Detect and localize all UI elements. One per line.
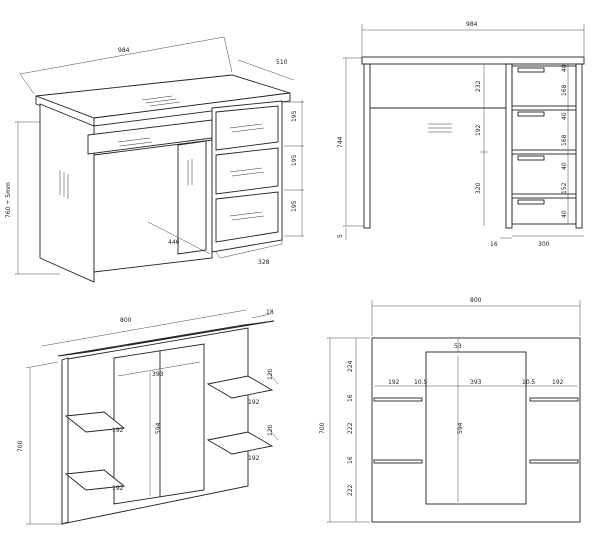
shelf-iso-mirror-w-label: 393: [152, 371, 164, 378]
shelf-front-board: [371, 337, 581, 523]
desk-front-gap1-label: 232: [475, 80, 482, 92]
desk-front-gap3-label: 320: [475, 182, 482, 194]
shelf-lower-right: [206, 431, 274, 455]
shelf-front-left224-label: 224: [347, 360, 354, 372]
shelf-iso-lr-w-label: 192: [248, 455, 260, 462]
shelf-upper-right: [206, 375, 274, 399]
desk-iso-drawer-width-label: 328: [258, 259, 270, 266]
desk-iso-knee-depth-label: 446: [168, 239, 180, 246]
shelf-front-left16a-label: 16: [347, 394, 354, 402]
shelf-front-ul: [373, 397, 423, 402]
shelf-mirror: [113, 343, 205, 505]
desk-front-drawer-1: [511, 65, 577, 107]
shelf-iso-ll-w-label: 192: [112, 485, 124, 492]
shelf-iso-mirror-h-label: 594: [155, 422, 162, 434]
shelf-front-view: 800 700 53 224 16 222 16 222 192 10.5 39…: [319, 297, 581, 523]
shelf-front-lr: [529, 459, 579, 464]
shelf-front-seg-left-label: 192: [388, 379, 400, 386]
desk-front-d2-label: 168: [561, 84, 568, 96]
desk-front-d7-label: 40: [561, 210, 568, 218]
shelf-iso-ur-d-label: 120: [267, 368, 274, 380]
desk-front-gap2-label: 192: [475, 124, 482, 136]
desk-front-d6-label: 152: [561, 182, 568, 194]
desk-iso-height-label: 760 ÷ 5mm: [5, 182, 12, 218]
shelf-iso-height-label: 700: [17, 440, 24, 452]
desk-iso-depth-label: 510: [276, 59, 288, 66]
desk-front-bottom16-label: 16: [490, 241, 498, 248]
shelf-lower-left: [64, 469, 126, 491]
desk-front-d5-label: 40: [561, 162, 568, 170]
shelf-upper-left: [64, 411, 126, 433]
desk-front-top: [361, 56, 585, 65]
desk-front-d3-label: 40: [561, 112, 568, 120]
desk-isometric-view: 984 510 760 ÷ 5mm 446 195 195 195 328: [5, 36, 304, 283]
desk-front-width-label: 984: [466, 21, 478, 28]
shelf-front-left16b-label: 16: [347, 456, 354, 464]
shelf-front-width-label: 800: [470, 297, 482, 304]
desk-front-drawer-3: [511, 153, 577, 195]
shelf-front-seg-gap-r-label: 10.5: [522, 379, 536, 386]
desk-left-panel: [39, 103, 95, 283]
desk-front-height-label: 744: [337, 136, 344, 148]
desk-front-d4-label: 168: [561, 134, 568, 146]
desk-drawer-2: [215, 147, 279, 195]
desk-front-view: 984 744 5 232 192 320 40 168 40 168 40 1…: [337, 21, 585, 248]
desk-front-leg-label: 5: [337, 234, 344, 238]
shelf-front-top53-label: 53: [454, 343, 462, 350]
desk-drawer-1: [215, 105, 279, 151]
shelf-front-seg-mid-label: 393: [470, 379, 482, 386]
shelf-front-left222a-label: 222: [347, 422, 354, 434]
desk-iso-width-label: 984: [118, 47, 130, 54]
shelf-front-ll: [373, 459, 423, 464]
shelf-iso-depth-label: 18: [266, 309, 274, 316]
shelf-front-height-label: 700: [319, 422, 326, 434]
desk-iso-drawer-h3-label: 195: [291, 200, 298, 212]
shelf-front-seg-right-label: 192: [552, 379, 564, 386]
shelf-iso-width-label: 800: [120, 317, 132, 324]
shelf-isometric-view: 800 18 700 393 594 192 192 192 192 120 1…: [17, 309, 279, 525]
desk-iso-drawer-h2-label: 195: [291, 154, 298, 166]
shelf-top-edge: [57, 320, 275, 357]
shelf-front-mirror: [425, 351, 527, 505]
desk-iso-drawer-h1-label: 195: [291, 110, 298, 122]
shelf-front-left222b-label: 222: [347, 484, 354, 496]
shelf-iso-lr-d-label: 120: [267, 424, 274, 436]
shelf-front-ur: [529, 397, 579, 402]
shelf-iso-ur-w-label: 192: [248, 399, 260, 406]
shelf-front-seg-gap-l-label: 10.5: [414, 379, 428, 386]
desk-drawer-3: [215, 191, 279, 243]
desk-front-d1-label: 40: [561, 64, 568, 72]
shelf-front-mirror-h-label: 594: [457, 422, 464, 434]
desk-front-bottom300-label: 300: [538, 241, 550, 248]
shelf-iso-ul-w-label: 192: [112, 427, 124, 434]
desk-front-drawer-2: [511, 109, 577, 151]
